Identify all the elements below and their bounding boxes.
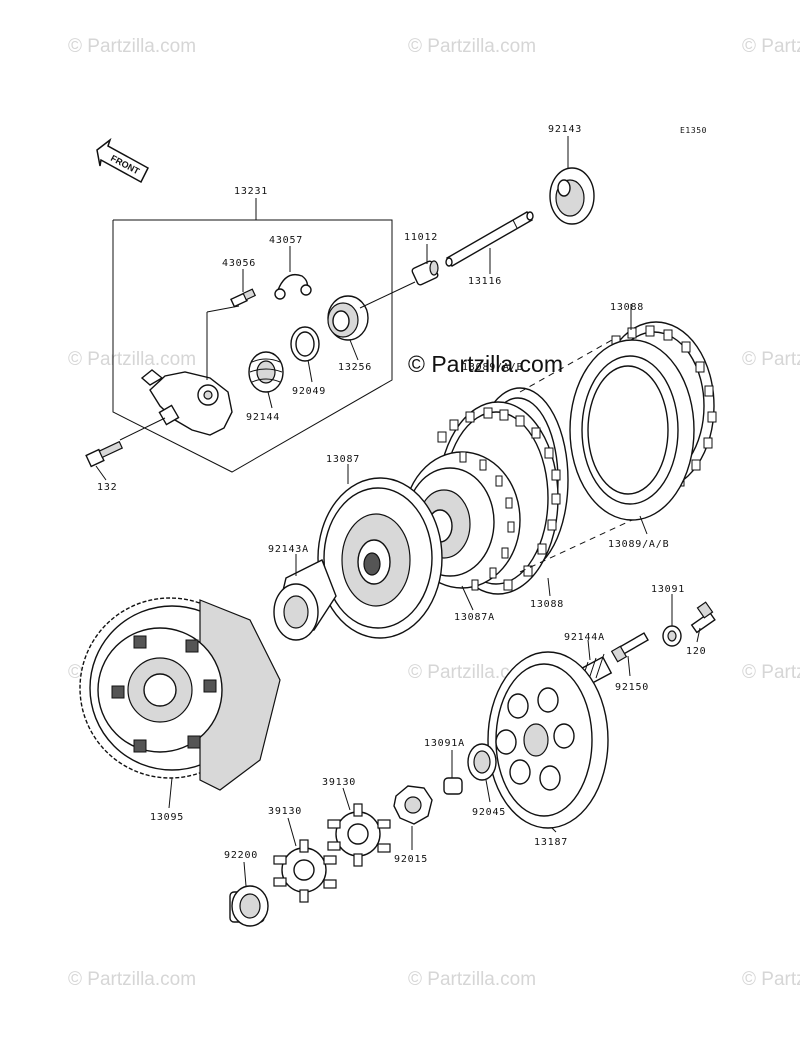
watermark: © Partzilla.com [408,36,536,57]
watermark: © Partzilla.com [742,969,800,990]
needle-bearing-92200 [229,885,269,927]
part-labels: 92143 13231 43057 11012 43056 13116 1308… [97,124,706,865]
part-label-132: 132 [97,482,117,493]
clutch-hub-13087 [317,477,443,639]
part-label-120: 120 [686,646,706,657]
diagram-code: E1350 [680,126,707,135]
assembly-bracket-13231 [112,198,393,473]
part-label-13089-ab: 13089/A/B [608,539,669,550]
bolt-120 [690,601,716,634]
collar-92143a [273,559,337,641]
watermark: © Partzilla.com [742,36,800,57]
part-label-92049: 92049 [292,386,326,397]
watermark: © Partzilla.com [68,349,196,370]
part-label-92150: 92150 [615,682,649,693]
watermark-group: © Partzilla.com © Partzilla.com © Partzi… [68,36,800,990]
part-label-92143a: 92143A [268,544,309,555]
clutch-housing-13095 [79,597,281,791]
part-label-13187: 13187 [534,837,568,848]
watermark: © Partzilla.com [742,349,800,370]
part-label-43056: 43056 [222,258,256,269]
oil-seal-92049 [290,326,320,362]
part-label-92015: 92015 [394,854,428,865]
part-label-13089-partial: 13089/A/B [462,362,523,373]
push-piece-11012 [359,260,439,309]
bleeder-valve-43056 [206,288,257,380]
bolt-132 [85,417,166,468]
watermark: © Partzilla.com [68,36,196,57]
part-label-13091: 13091 [651,584,685,595]
part-label-39130-top: 39130 [322,777,356,788]
dashed-leader [519,519,633,573]
leader-lines [95,136,701,887]
part-label-13095: 13095 [150,812,184,823]
lock-washer-39130 [327,803,391,867]
part-label-92143: 92143 [548,124,582,135]
push-rod-13116 [445,211,534,267]
part-label-13087a: 13087A [454,612,495,623]
lock-washer-39130-b [273,839,337,903]
part-label-39130: 39130 [268,806,302,817]
part-label-13116: 13116 [468,276,502,287]
pin-13091a [443,777,463,795]
spring-cup-13091 [662,625,682,647]
dashed-leader [519,339,613,393]
oil-seal-92143 [549,167,595,225]
part-label-13091a: 13091A [424,738,465,749]
bearing-13256 [327,295,369,341]
release-lever-part [140,369,233,436]
steel-plate-13089-front [569,339,695,521]
pressure-plate-13187 [487,651,609,829]
clutch-hub-13087a [403,451,521,591]
bearing-92045 [467,743,497,781]
front-arrow-icon: FRONT [96,137,149,184]
watermark: © Partzilla.com [408,969,536,990]
watermark: © Partzilla.com [742,662,800,683]
part-label-13231: 13231 [234,186,268,197]
part-label-13256: 13256 [338,362,372,373]
part-label-11012: 11012 [404,232,438,243]
watermark-main: © Partzilla.com [408,351,563,377]
cap-43057 [274,273,312,300]
part-label-43057: 43057 [269,235,303,246]
part-label-92144: 92144 [246,412,280,423]
nut-92015 [393,785,433,825]
part-label-13088-top: 13088 [610,302,644,313]
spring-92144 [248,351,284,393]
part-label-92045: 92045 [472,807,506,818]
part-label-13088-bottom: 13088 [530,599,564,610]
part-label-13087: 13087 [326,454,360,465]
part-label-92200: 92200 [224,850,258,861]
part-label-92144a: 92144A [564,632,605,643]
watermark: © Partzilla.com [68,969,196,990]
bolt-92150 [610,632,649,663]
watermark: © Partzilla.com [408,662,536,683]
